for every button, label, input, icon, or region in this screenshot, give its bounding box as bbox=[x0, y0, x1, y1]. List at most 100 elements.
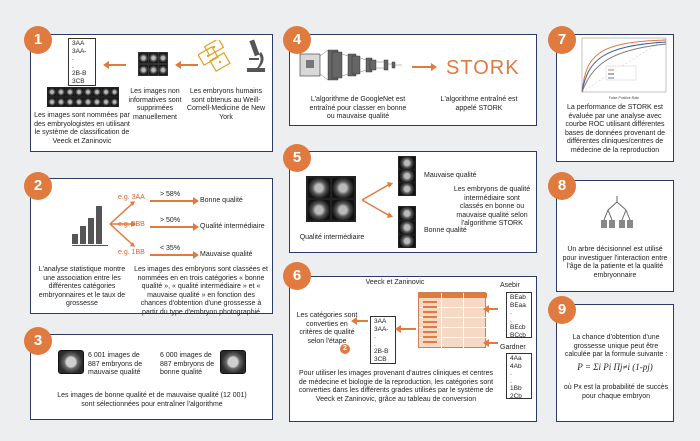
code-line: . bbox=[374, 333, 376, 340]
threshold-poor: < 35% bbox=[160, 245, 181, 252]
microscope-icon bbox=[247, 39, 265, 72]
code-line: BEab bbox=[510, 294, 526, 301]
p6-codes-box: 3AA 3AA- . . 2B-B 3CB bbox=[370, 316, 396, 364]
step-badge-9: 9 bbox=[548, 296, 576, 324]
code-line: 4Aa bbox=[510, 355, 522, 362]
embryo-image-poor bbox=[58, 350, 84, 374]
gardner-title: Gardner bbox=[500, 344, 526, 351]
p4-caption-right: L'algorithme entraîné est appelé STORK bbox=[440, 96, 518, 112]
p6-caption: Pour utiliser les images provenant d'aut… bbox=[298, 370, 494, 403]
split-arrows bbox=[361, 182, 393, 218]
code-line: . bbox=[374, 340, 376, 348]
step-marker-2: 2 bbox=[340, 344, 350, 354]
bar-chart-icon bbox=[72, 196, 108, 246]
step-badge-3: 3 bbox=[24, 327, 52, 355]
petri-dishes-icon bbox=[198, 40, 231, 73]
grade-codes-box: 3AA 3AA- . . 2B-B 3CB bbox=[68, 38, 96, 86]
panel-9 bbox=[556, 304, 674, 422]
p6-title: Veeck et Zaninovic bbox=[365, 279, 425, 286]
probability-formula: P = Σi Pi Πj≠i (1-pj) bbox=[577, 362, 653, 372]
arrow-p1-right bbox=[175, 61, 198, 69]
panel-3 bbox=[30, 334, 273, 420]
arrow-asebir bbox=[483, 305, 498, 313]
code-line: 4Ab bbox=[510, 362, 522, 370]
p4-caption-left: L'algorithme de GoogleNet est entraîné p… bbox=[309, 96, 407, 120]
stork-logo: STORK bbox=[446, 57, 520, 79]
threshold-good: > 58% bbox=[160, 191, 181, 198]
asebir-codes-box: BEab BEaa . . BEcb BCcb bbox=[506, 292, 532, 339]
code-line: 2B-B bbox=[374, 348, 389, 355]
code-line: 3AA- bbox=[374, 325, 389, 333]
code-line: 3AA- bbox=[72, 47, 87, 55]
threshold-intermediate: > 50% bbox=[160, 217, 181, 224]
embryo-strip bbox=[47, 87, 119, 107]
p3-right-text: 6 000 images de 887 embryons de bonne qu… bbox=[160, 352, 215, 376]
code-line: . bbox=[510, 370, 512, 377]
code-line: 3AA bbox=[374, 318, 387, 325]
p9-caption-top: La chance d'obtention d'une grossesse un… bbox=[564, 334, 668, 358]
p5-caption: Les embryons de qualité intermédiaire so… bbox=[453, 186, 531, 227]
embryo-column-poor bbox=[398, 156, 416, 196]
quality-intermediate: Qualité intermédiaire bbox=[200, 223, 265, 230]
example-3aa: e.g. 3AA bbox=[118, 194, 145, 201]
arrow-p6-mid bbox=[395, 325, 416, 333]
asebir-title: Asebir bbox=[500, 282, 520, 289]
arrow-poor bbox=[150, 251, 199, 259]
step-badge-8: 8 bbox=[548, 172, 576, 200]
code-line: 3AA bbox=[72, 40, 85, 47]
step-badge-6: 6 bbox=[283, 262, 311, 290]
panel-8 bbox=[556, 180, 674, 292]
quality-good: Bonne qualité bbox=[200, 197, 243, 204]
code-line: 2B-B bbox=[72, 70, 87, 77]
decision-tree-icon bbox=[601, 196, 633, 228]
code-line: . bbox=[510, 377, 512, 385]
example-1bb: e.g. 1BB bbox=[118, 249, 145, 256]
code-line: 3CB bbox=[72, 77, 85, 85]
embryo-grid-intermediate bbox=[306, 176, 356, 222]
p5-input-label: Qualité intermédiaire bbox=[299, 234, 365, 241]
embryo-image-good bbox=[220, 350, 246, 374]
p6-left-text: Les catégories sont converties en critèr… bbox=[296, 312, 358, 345]
p7-caption: La performance de STORK est évaluée par … bbox=[564, 104, 666, 154]
step-badge-2: 2 bbox=[24, 172, 52, 200]
p1-caption-left: Les images sont nommées par des embryolo… bbox=[34, 112, 130, 145]
p5-bottom-label: Bonne qualité bbox=[424, 227, 467, 234]
code-line: . bbox=[510, 316, 512, 324]
p9-caption-bottom: où Px est la probabilité de succès pour … bbox=[563, 384, 669, 400]
p3-caption: Les images de bonne qualité et de mauvai… bbox=[57, 392, 247, 408]
code-line: . bbox=[72, 62, 74, 70]
arrow-intermediate bbox=[150, 223, 199, 231]
arrow-p1-left bbox=[103, 61, 126, 69]
code-line: 2Cb bbox=[510, 392, 522, 400]
code-line: BEcb bbox=[510, 324, 526, 331]
code-line: . bbox=[510, 309, 512, 316]
p3-left-text: 6 001 images de 887 embryons de mauvaise… bbox=[88, 352, 143, 376]
code-line: 1Bb bbox=[510, 385, 522, 392]
code-line: . bbox=[72, 55, 74, 62]
code-line: BCcb bbox=[510, 331, 526, 339]
example-3bb: e.g. 3BB bbox=[118, 221, 145, 228]
roc-curve-chart: False Positive Rate bbox=[581, 37, 667, 100]
code-line: BEaa bbox=[510, 301, 526, 309]
roc-x-axis-label: False Positive Rate bbox=[609, 96, 639, 100]
p8-caption: Un arbre décisionnel est utilisé pour in… bbox=[562, 246, 668, 279]
arrow-gardner bbox=[483, 339, 498, 347]
embryo-grid bbox=[138, 52, 168, 76]
arrow-good bbox=[150, 197, 199, 205]
step-badge-4: 4 bbox=[283, 26, 311, 54]
step-badge-1: 1 bbox=[24, 26, 52, 54]
quality-poor: Mauvaise qualité bbox=[200, 251, 253, 258]
code-line: 3CB bbox=[374, 355, 387, 363]
conversion-table bbox=[418, 292, 487, 349]
arrow-p6-left bbox=[351, 317, 368, 325]
p1-caption-mid: Les images non informatives sont supprim… bbox=[128, 88, 182, 121]
step-badge-7: 7 bbox=[548, 26, 576, 54]
neural-network-icon bbox=[299, 49, 402, 81]
step-badge-5: 5 bbox=[283, 144, 311, 172]
panel-6 bbox=[289, 276, 537, 422]
gardner-codes-box: 4Aa 4Ab . . 1Bb 2Cb bbox=[506, 353, 532, 400]
p5-top-label: Mauvaise qualité bbox=[424, 172, 477, 179]
embryo-column-good bbox=[398, 206, 416, 248]
arrow-p4 bbox=[412, 63, 437, 71]
p2-caption-right: Les images des embryons sont classées et… bbox=[134, 266, 268, 316]
